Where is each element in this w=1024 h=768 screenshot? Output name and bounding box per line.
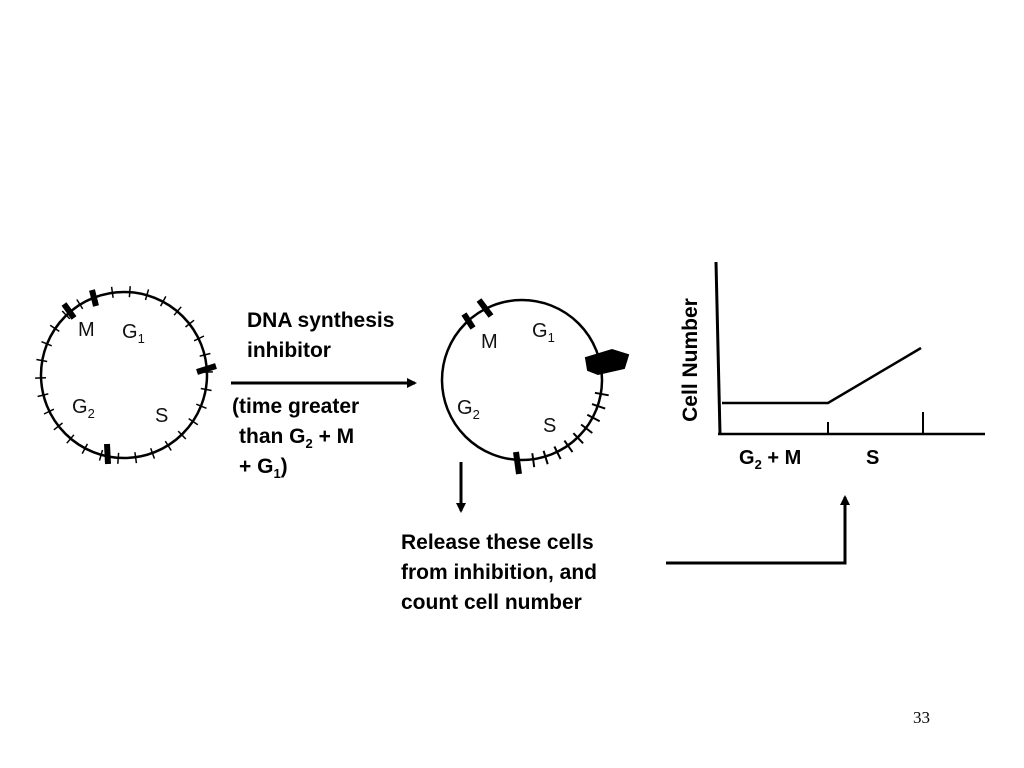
cycle-2-tick: [586, 413, 601, 423]
graph-y-axis: [714, 261, 722, 435]
condition-line-1: (time greater: [232, 395, 360, 418]
graph-x-label-s: S: [866, 447, 879, 469]
cycle-1-tick: [173, 306, 182, 316]
cycle-1-marker-m-right: [89, 289, 99, 307]
cell-cycle-2: M G1 G2 S: [440, 298, 630, 475]
release-line-1: Release these cells: [401, 531, 594, 554]
cycle-2-tick: [553, 446, 562, 460]
cycle-1-tick: [66, 434, 75, 444]
cycle-1-label-g2: G2: [72, 396, 95, 421]
cycle-2-tick: [594, 391, 609, 397]
cycle-1-tick: [199, 352, 211, 357]
cycle-1-tick: [117, 452, 120, 464]
cycle-2-label-m: M: [481, 331, 498, 353]
cycle-2-tick: [563, 440, 574, 453]
cycle-1-marker-s-end: [104, 443, 111, 465]
cycle-1-tick: [41, 341, 52, 347]
graph-x-label-g2m: G2 + M: [739, 447, 801, 472]
cycle-1-tick: [43, 408, 55, 415]
cycle-2-ticks: [531, 391, 609, 468]
cycle-1-tick: [164, 440, 172, 451]
cycle-1-marker-g1-end: [196, 363, 217, 375]
inhibitor-label: DNA synthesis inhibitor: [247, 306, 394, 366]
cycle-2-label-g2: G2: [457, 397, 480, 422]
cycle-1-tick: [37, 393, 49, 398]
cycle-2-ring: [440, 298, 604, 462]
cycle-1-tick: [159, 296, 167, 307]
cycle-2-tick: [591, 403, 606, 410]
cell-number-graph: Cell Number G2 + M S: [679, 261, 985, 472]
cycle-2-label-s: S: [543, 415, 556, 437]
cycle-2-markers: [461, 298, 522, 475]
cycle-1-tick: [98, 449, 104, 461]
inhibitor-line-1: DNA synthesis: [247, 309, 395, 332]
inhibitor-line-2: inhibitor: [247, 339, 331, 362]
graph-y-axis-label: Cell Number: [679, 298, 702, 422]
cycle-1-label-g1: G1: [122, 321, 145, 346]
cycle-1-tick: [36, 358, 48, 363]
release-line-3: count cell number: [401, 591, 582, 614]
cycle-1-markers: [61, 289, 217, 465]
cycle-2-tick: [580, 423, 593, 434]
cycle-1-tick: [61, 310, 71, 320]
cycle-1-tick: [128, 286, 131, 298]
cycle-1-tick: [188, 417, 199, 426]
cycle-1-tick: [53, 422, 63, 431]
cycle-1-tick: [200, 387, 212, 392]
condition-line-2: than G2 + M: [239, 425, 355, 452]
release-instruction: Release these cells from inhibition, and…: [401, 528, 597, 618]
cycle-1-tick: [185, 319, 195, 328]
cycle-2-tick: [572, 432, 584, 444]
cycle-2-marker-m-left: [461, 312, 476, 330]
cycle-2-label-g1: G1: [532, 320, 555, 345]
cycle-1-marker-m-left: [61, 302, 77, 320]
cycle-1-ticks: [35, 286, 213, 464]
cycle-1-tick: [144, 289, 150, 301]
graph-cell-number-curve: [722, 346, 922, 405]
cycle-1-label-s: S: [155, 405, 168, 427]
cycle-1-tick: [110, 286, 114, 298]
cycle-2-marker-m-right: [476, 298, 494, 318]
cycle-1-tick: [76, 299, 84, 310]
inhibitor-condition: (time greater than G2 + M + G1): [232, 392, 359, 482]
cycle-1-tick: [193, 335, 205, 342]
cycle-2-tick: [542, 450, 549, 465]
cycle-2-marker-s-end: [513, 451, 522, 475]
release-line-2: from inhibition, and: [401, 561, 597, 584]
cycle-1-tick: [177, 430, 187, 440]
arrow-release-to-graph: [666, 495, 850, 565]
cycle-2-arrest-block: [584, 348, 630, 376]
cell-cycle-1: M G1 G2 S: [35, 286, 217, 465]
cycle-1-tick: [49, 324, 60, 333]
cycle-2-tick: [531, 453, 536, 468]
cycle-1-tick: [196, 403, 207, 409]
cycle-1-tick: [81, 443, 89, 454]
cycle-1-ring: [39, 290, 209, 460]
cycle-1-label-m: M: [78, 319, 95, 341]
cycle-1-tick: [134, 452, 138, 464]
condition-line-3: + G1): [239, 455, 288, 482]
cycle-1-tick: [149, 448, 156, 459]
page-number: 33: [913, 708, 930, 727]
